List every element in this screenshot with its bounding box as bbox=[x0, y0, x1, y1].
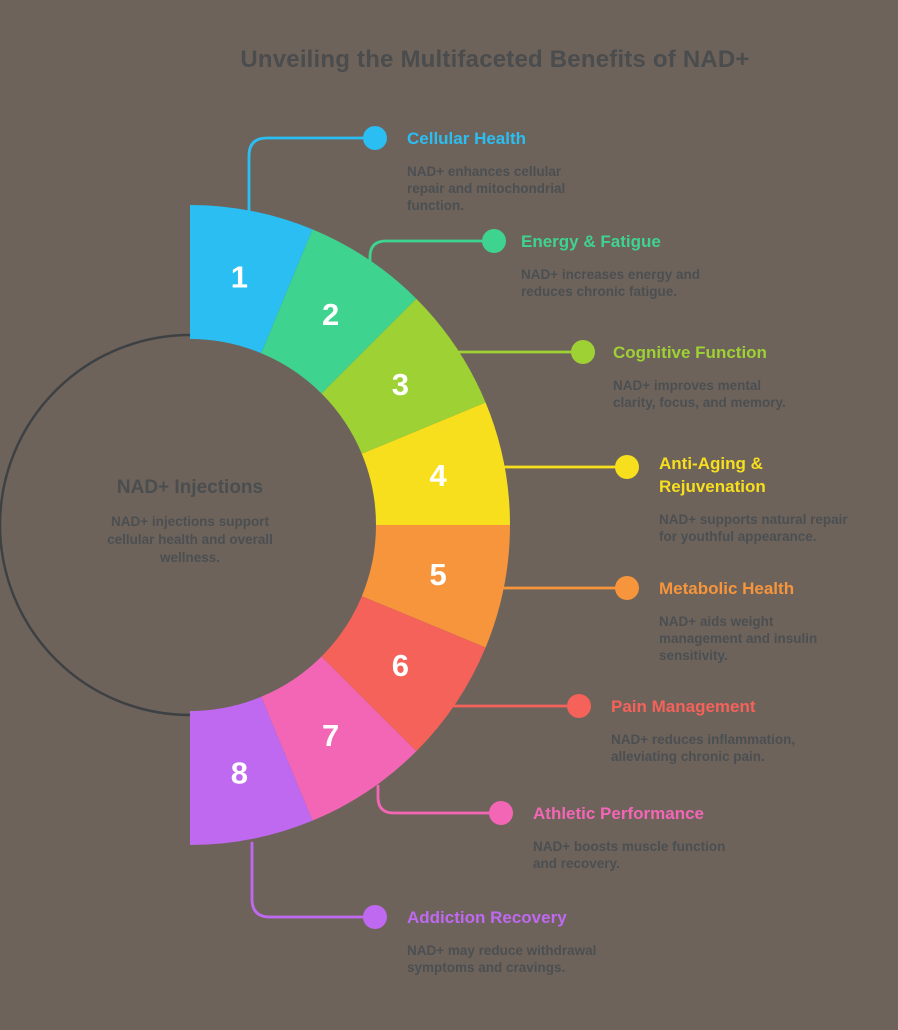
benefit-title-8: Addiction Recovery bbox=[407, 908, 567, 927]
benefit-title-3: Cognitive Function bbox=[613, 343, 767, 362]
connector-lines bbox=[247, 136, 629, 919]
connector-line-2 bbox=[368, 239, 496, 263]
segment-arc-3 bbox=[321, 298, 486, 454]
benefit-title-4: Anti-Aging & Rejuvenation bbox=[659, 454, 766, 496]
segment-number-8: 8 bbox=[231, 756, 248, 791]
segment-number-3: 3 bbox=[392, 367, 409, 402]
connector-line-7 bbox=[376, 784, 503, 815]
segment-arc-7 bbox=[261, 656, 417, 821]
benefit-description-7: NAD+ boosts muscle function and recovery… bbox=[533, 839, 726, 871]
segment-number-2: 2 bbox=[322, 297, 339, 332]
connector-line-1 bbox=[247, 136, 377, 215]
benefit-dot-7 bbox=[489, 801, 513, 825]
benefit-title-2: Energy & Fatigue bbox=[521, 232, 661, 251]
benefit-dot-2 bbox=[482, 229, 506, 253]
connector-line-8 bbox=[250, 841, 377, 919]
page-title: Unveiling the Multifaceted Benefits of N… bbox=[240, 46, 750, 73]
segment-arc-6 bbox=[321, 596, 486, 752]
benefit-description-2: NAD+ increases energy and reduces chroni… bbox=[521, 267, 700, 299]
benefit-description-4: NAD+ supports natural repair for youthfu… bbox=[659, 512, 848, 544]
benefit-description-5: NAD+ aids weight management and insulin … bbox=[659, 614, 818, 663]
segment-arc-8 bbox=[190, 696, 313, 845]
benefit-description-6: NAD+ reduces inflammation, alleviating c… bbox=[611, 732, 796, 764]
benefit-dot-8 bbox=[363, 905, 387, 929]
benefit-description-1: NAD+ enhances cellular repair and mitoch… bbox=[407, 164, 566, 213]
benefit-dot-4 bbox=[615, 455, 639, 479]
center-description: NAD+ injections support cellular health … bbox=[107, 514, 273, 565]
segment-arc-2 bbox=[261, 229, 417, 394]
benefit-description-3: NAD+ improves mental clarity, focus, and… bbox=[613, 378, 786, 410]
segment-arc-1 bbox=[190, 205, 313, 354]
segment-numbers: 1 2 3 4 5 6 7 8 bbox=[231, 259, 448, 790]
segment-arc-4 bbox=[361, 402, 510, 525]
segment-number-5: 5 bbox=[429, 557, 446, 592]
benefit-dot-3 bbox=[571, 340, 595, 364]
segment-number-1: 1 bbox=[231, 259, 248, 294]
benefit-dot-1 bbox=[363, 126, 387, 150]
segment-number-6: 6 bbox=[392, 648, 409, 683]
donut-segments bbox=[190, 205, 510, 845]
benefit-description-8: NAD+ may reduce withdrawal symptoms and … bbox=[407, 943, 597, 975]
segment-arc-5 bbox=[361, 525, 510, 648]
segment-number-4: 4 bbox=[429, 458, 447, 493]
benefit-title-5: Metabolic Health bbox=[659, 579, 795, 598]
benefit-dot-6 bbox=[567, 694, 591, 718]
benefit-title-6: Pain Management bbox=[611, 697, 756, 716]
benefit-title-1: Cellular Health bbox=[407, 129, 527, 148]
segment-number-7: 7 bbox=[322, 718, 339, 753]
item-dots bbox=[363, 126, 639, 929]
benefit-dot-5 bbox=[615, 576, 639, 600]
benefit-title-7: Athletic Performance bbox=[533, 804, 704, 823]
center-label: NAD+ Injections NAD+ injections support … bbox=[50, 477, 330, 567]
center-title: NAD+ Injections bbox=[116, 477, 264, 498]
